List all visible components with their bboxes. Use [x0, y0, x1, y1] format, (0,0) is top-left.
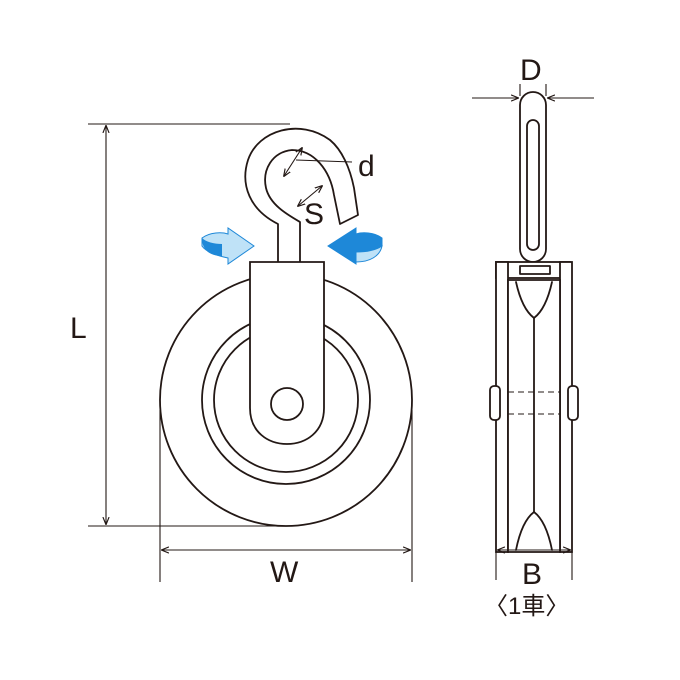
d-thickness-dimension: [472, 84, 594, 98]
w-dimension: [159, 410, 413, 582]
arrow-right-dark: [327, 227, 383, 265]
arrow-right-light: [355, 244, 383, 263]
side-view: [489, 91, 579, 553]
arrow-left-dark: [202, 238, 222, 256]
label-l: L: [70, 312, 87, 345]
label-d-capital: D: [520, 54, 542, 87]
label-b: B: [522, 558, 542, 591]
b-dimension: [495, 550, 573, 580]
d-leader: [295, 159, 353, 163]
label-d-small: d: [358, 150, 375, 183]
frame: [249, 261, 325, 445]
caption-single-sheave: 〈1車〉: [484, 593, 569, 620]
axle-boss-left: [489, 385, 501, 421]
hook-slot: [526, 119, 540, 251]
d-dimension-line: [284, 148, 302, 176]
axle-boss-right: [567, 385, 579, 421]
rotate-left-arrow: [201, 227, 255, 265]
l-dimension: [88, 123, 290, 527]
rotate-right-arrow: [327, 227, 383, 265]
label-s: S: [304, 198, 324, 231]
hook: [244, 127, 359, 263]
axle: [270, 387, 304, 421]
label-w: W: [270, 556, 299, 589]
front-view: [159, 127, 413, 527]
s-dimension-line: [298, 186, 322, 206]
frame-top-plate: [519, 265, 551, 275]
